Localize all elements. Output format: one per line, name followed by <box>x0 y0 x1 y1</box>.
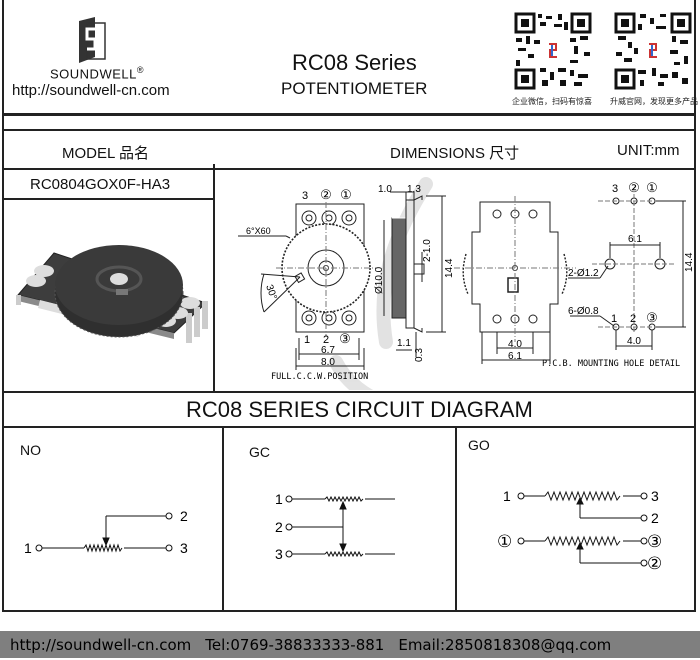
pcb-caption: P.C.B. MOUNTING HOLE DETAIL <box>542 359 680 369</box>
side-dim-b: 1.3 <box>407 184 421 195</box>
front-pin-bottom-3: ③ <box>339 331 351 346</box>
pcb-pin-bottom-2: 2 <box>630 313 636 325</box>
circuit-no-diagram: 1 2 3 <box>24 508 188 556</box>
front-dim-inner: 6.7 <box>321 345 335 356</box>
go-terminal-1: 1 <box>503 488 511 504</box>
footer-bar: http://soundwell-cn.com Tel:0769-3883333… <box>0 631 700 658</box>
model-column-divider <box>213 164 215 392</box>
go-terminal-circled-2: ② <box>647 554 662 573</box>
go-terminal-3: 3 <box>651 488 659 504</box>
side-diameter: Ø10.0 <box>374 266 385 294</box>
side-dim-a: 1.0 <box>378 184 392 195</box>
qr-code-icon <box>514 12 592 90</box>
front-pin-top-2: ② <box>320 187 332 202</box>
side-view <box>383 191 446 357</box>
circuit-gc-diagram: 1 2 3 <box>275 491 395 562</box>
soundwell-logo-icon <box>79 17 106 63</box>
pcb-small-holes: 6-Ø0.8 <box>568 306 599 317</box>
back-dim-outer: 6.1 <box>508 351 522 362</box>
circuit-divider-1 <box>222 426 224 612</box>
dimensions-svg: 3 ② ① 1 2 ③ 6°X60 30° 6.7 8.0 FULL.C.C.W… <box>238 177 695 417</box>
front-pin-bottom-1: 1 <box>304 334 310 346</box>
circuit-title-divider <box>2 426 696 428</box>
pcb-pin-top-1: ① <box>646 180 658 195</box>
pcb-pin-bottom-3: ③ <box>646 310 658 325</box>
pcb-view <box>568 194 686 350</box>
circuit-gc-label: GC <box>249 444 270 460</box>
angle-label: 30° <box>263 283 279 301</box>
front-dim-outer: 8.0 <box>321 357 335 368</box>
dimensions-drawing: 3 ② ① 1 2 ③ 6°X60 30° 6.7 8.0 FULL.C.C.W… <box>216 172 695 417</box>
no-terminal-3: 3 <box>180 540 188 556</box>
page-frame <box>2 0 696 612</box>
front-pin-top-3: 3 <box>302 190 308 202</box>
pcb-dim-height: 14.4 <box>684 252 694 272</box>
unit-label: UNIT:mm <box>617 142 680 159</box>
pcb-big-holes: 2-Ø1.2 <box>568 268 599 279</box>
qr-caption-2: 升威官网，发现更多产品 <box>610 97 698 106</box>
circuit-no-label: NO <box>20 442 41 458</box>
pcb-dim-width: 6.1 <box>628 234 642 245</box>
front-pin-bottom-2: 2 <box>323 334 329 346</box>
side-dim-c: 1.1 <box>397 338 411 349</box>
pcb-pin-top-3: 3 <box>612 183 618 195</box>
dimensions-header: DIMENSIONS 尺寸 <box>390 145 520 162</box>
registered-mark: ® <box>136 65 144 75</box>
front-pin-top-1: ① <box>340 187 352 202</box>
no-terminal-2: 2 <box>180 508 188 524</box>
go-terminal-2: 2 <box>651 510 659 526</box>
circuit-go-diagram: 1 3 2 ① ③ ② <box>497 488 662 573</box>
brand-logo <box>73 17 109 63</box>
pcb-dim-pitch: 4.0 <box>627 336 641 347</box>
back-view <box>454 196 576 364</box>
gc-terminal-1: 1 <box>275 491 283 507</box>
brand-name: SOUNDWELL® <box>50 65 144 81</box>
gc-terminal-3: 3 <box>275 546 283 562</box>
front-caption: FULL.C.C.W.POSITION <box>271 372 368 382</box>
qr-code-2 <box>614 12 692 90</box>
gc-terminal-2: 2 <box>275 519 283 535</box>
footer-email[interactable]: Email:2850818308@qq.com <box>398 635 612 654</box>
side-shaft: 2-1.0 <box>422 239 433 262</box>
header-divider-thick <box>2 113 696 116</box>
go-terminal-circled-3: ③ <box>647 532 662 551</box>
qr-code-icon <box>614 12 692 90</box>
go-terminal-circled-1: ① <box>497 532 512 551</box>
brand-text: SOUNDWELL <box>50 66 137 82</box>
page-title: RC08 Series <box>292 50 417 75</box>
header-url[interactable]: http://soundwell-cn.com <box>12 82 170 99</box>
footer-url[interactable]: http://soundwell-cn.com <box>10 635 192 654</box>
footer-tel: Tel:0769-38833333-881 <box>205 635 385 654</box>
potentiometer-render-icon <box>16 245 208 343</box>
header-divider-thin <box>2 129 696 131</box>
no-terminal-1: 1 <box>24 540 32 556</box>
side-height: 14.4 <box>444 258 455 278</box>
knurl-label: 6°X60 <box>246 226 271 236</box>
circuit-go-label: GO <box>468 437 490 453</box>
model-value: RC0804GOX0F-HA3 <box>30 176 171 193</box>
product-image <box>6 205 211 385</box>
page-subtitle: POTENTIOMETER <box>281 79 428 98</box>
table-header-divider <box>2 168 696 170</box>
qr-code-1 <box>514 12 592 90</box>
qr-caption-1: 企业微信，扫码有惊喜 <box>512 97 592 106</box>
pcb-pin-bottom-1: 1 <box>611 313 617 325</box>
circuit-title: RC08 SERIES CIRCUIT DIAGRAM <box>186 397 533 422</box>
model-header: MODEL 品名 <box>62 145 149 162</box>
drawing-row-divider <box>2 391 696 393</box>
side-dim-d: 0.3 <box>414 348 425 362</box>
pcb-pin-top-2: ② <box>628 180 640 195</box>
front-view <box>238 202 376 370</box>
back-dim-inner: 4.0 <box>508 339 522 350</box>
model-row-divider <box>2 198 214 200</box>
circuit-divider-2 <box>455 426 457 612</box>
